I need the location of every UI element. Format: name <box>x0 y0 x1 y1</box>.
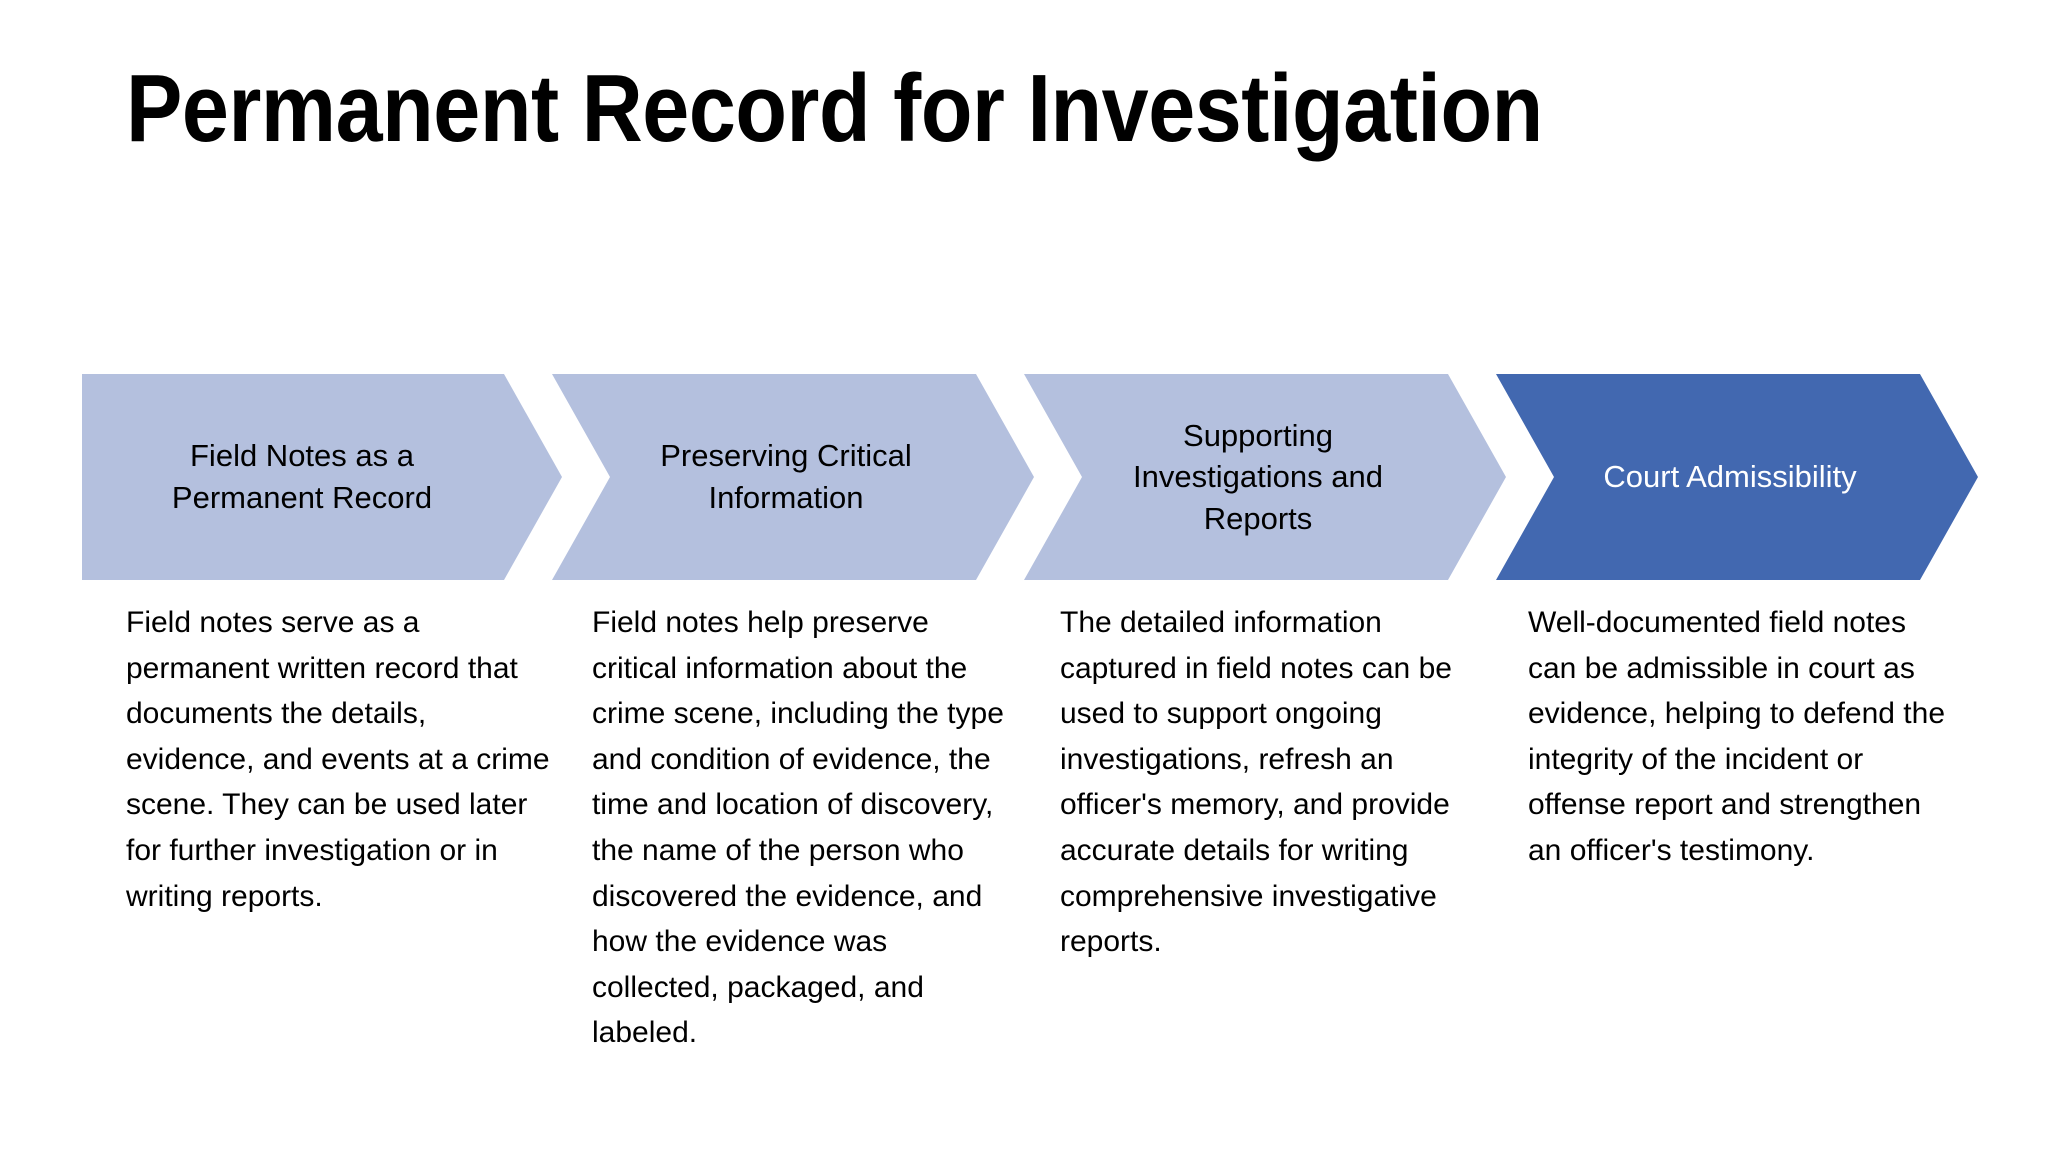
page-title: Permanent Record for Investigation <box>126 55 1543 162</box>
process-step-2-chevron[interactable]: Preserving Critical Information <box>552 374 1034 580</box>
process-step-4-label: Court Admissibility <box>1603 459 1857 495</box>
process-step-1-label: Field Notes as a Permanent Record <box>171 438 433 515</box>
process-step-2-description: Field notes help preserve critical infor… <box>592 606 1004 1050</box>
process-step-1-description: Field notes serve as a permanent written… <box>126 606 550 913</box>
chevron-process-band: Field Notes as a Permanent Record Preser… <box>0 374 2048 580</box>
process-step-3-description: The detailed information captured in fie… <box>1060 606 1452 959</box>
process-step-1-chevron[interactable]: Field Notes as a Permanent Record <box>82 374 562 580</box>
process-step-4-description: Well-documented field notes can be admis… <box>1528 606 1945 867</box>
process-descriptions: Field notes serve as a permanent written… <box>0 600 2048 1060</box>
process-step-3-chevron[interactable]: Supporting Investigations and Reports <box>1024 374 1506 580</box>
process-step-2-label: Preserving Critical Information <box>660 438 912 515</box>
process-step-4-chevron[interactable]: Court Admissibility <box>1496 374 1978 580</box>
process-step-3-label: Supporting Investigations and Reports <box>1133 417 1383 536</box>
